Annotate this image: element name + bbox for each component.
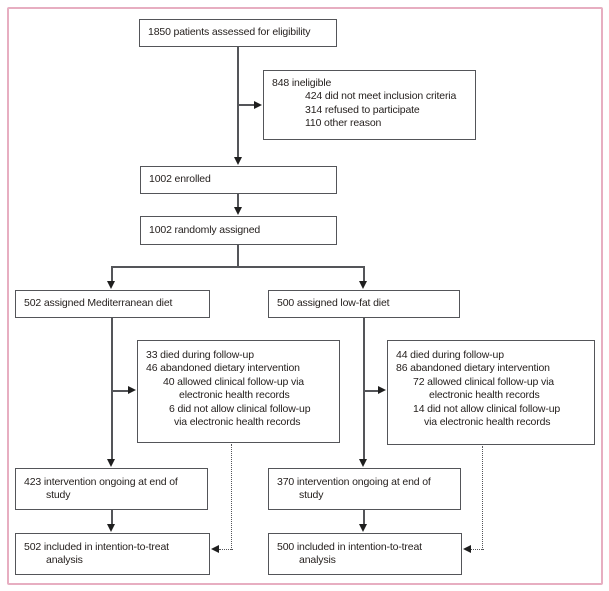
arrow-down-icon [107, 281, 115, 289]
dotted-connector-line [482, 446, 483, 550]
lowfat-followup-line: 86 abandoned dietary intervention [396, 362, 550, 375]
connector-line [112, 390, 129, 392]
box-mediterranean-assigned-label: 502 assigned Mediterranean diet [24, 297, 173, 310]
dotted-connector-line [231, 444, 232, 550]
ineligible-line: 424 did not meet inclusion criteria [305, 90, 457, 103]
arrow-right-icon [378, 386, 386, 394]
med-followup-line: 6 did not allow clinical follow-up [169, 402, 311, 415]
connector-line [363, 510, 365, 525]
med-followup-line: via electronic health records [174, 416, 301, 429]
box-ineligible: 848 ineligible 424 did not meet inclusio… [263, 70, 476, 140]
med-ongoing-line: study [46, 489, 71, 502]
dotted-connector-line [219, 549, 233, 550]
box-lowfat-followup-losses: 44 died during follow-up 86 abandoned di… [387, 340, 595, 445]
connector-line [237, 47, 239, 158]
ineligible-line: 314 refused to participate [305, 103, 420, 116]
connector-line [238, 104, 255, 106]
arrow-right-icon [128, 386, 136, 394]
arrow-down-icon [233, 157, 242, 165]
box-mediterranean-assigned: 502 assigned Mediterranean diet [15, 290, 210, 318]
box-enrolled: 1002 enrolled [140, 166, 337, 194]
lowfat-itt-line: 500 included in intention-to-treat [277, 541, 422, 553]
med-followup-line: electronic health records [179, 389, 290, 402]
connector-line [364, 390, 379, 392]
med-itt-line: analysis [46, 554, 83, 567]
connector-line [111, 510, 113, 525]
box-assessed-eligibility: 1850 patients assessed for eligibility [139, 19, 337, 47]
box-mediterranean-followup-losses: 33 died during follow-up 46 abandoned di… [137, 340, 340, 443]
ineligible-line: 848 ineligible [272, 77, 332, 89]
lowfat-itt-line: analysis [299, 554, 336, 567]
lowfat-ongoing-line: study [299, 489, 324, 502]
connector-line [111, 318, 113, 460]
med-followup-line: 33 died during follow-up [146, 349, 254, 361]
box-mediterranean-ongoing: 423 intervention ongoing at end of study [15, 468, 208, 510]
dotted-connector-line [471, 549, 484, 550]
connector-line [363, 266, 365, 282]
med-itt-line: 502 included in intention-to-treat [24, 541, 169, 553]
arrow-down-icon [233, 207, 242, 215]
arrow-down-icon [359, 281, 367, 289]
arrow-down-icon [359, 524, 367, 532]
box-randomly-assigned-label: 1002 randomly assigned [149, 223, 261, 236]
med-followup-line: 46 abandoned dietary intervention [146, 362, 300, 375]
arrow-left-icon [463, 545, 471, 553]
lowfat-followup-line: 44 died during follow-up [396, 349, 504, 361]
box-lowfat-ongoing: 370 intervention ongoing at end of study [268, 468, 461, 510]
arrow-down-icon [107, 459, 115, 467]
connector-line [111, 266, 113, 282]
box-lowfat-assigned-label: 500 assigned low-fat diet [277, 297, 390, 310]
box-enrolled-label: 1002 enrolled [149, 173, 211, 186]
med-followup-line: 40 allowed clinical follow-up via [163, 375, 304, 388]
lowfat-ongoing-line: 370 intervention ongoing at end of [277, 476, 431, 488]
box-randomly-assigned: 1002 randomly assigned [140, 216, 337, 245]
arrow-down-icon [107, 524, 115, 532]
lowfat-followup-line: 14 did not allow clinical follow-up [413, 402, 561, 415]
box-mediterranean-itt: 502 included in intention-to-treat analy… [15, 533, 210, 575]
arrow-right-icon [254, 100, 262, 109]
lowfat-followup-line: via electronic health records [424, 416, 551, 429]
box-lowfat-itt: 500 included in intention-to-treat analy… [268, 533, 462, 575]
arrow-left-icon [211, 545, 219, 553]
connector-line [111, 266, 365, 268]
connector-line [237, 245, 239, 267]
ineligible-line: 110 other reason [305, 117, 382, 130]
box-assessed-eligibility-label: 1850 patients assessed for eligibility [148, 26, 311, 39]
med-ongoing-line: 423 intervention ongoing at end of [24, 476, 178, 488]
connector-line [237, 194, 239, 208]
lowfat-followup-line: 72 allowed clinical follow-up via [413, 375, 554, 388]
connector-line [363, 318, 365, 460]
box-lowfat-assigned: 500 assigned low-fat diet [268, 290, 460, 318]
arrow-down-icon [359, 459, 367, 467]
figure-pink-frame [7, 7, 603, 585]
lowfat-followup-line: electronic health records [429, 389, 540, 402]
